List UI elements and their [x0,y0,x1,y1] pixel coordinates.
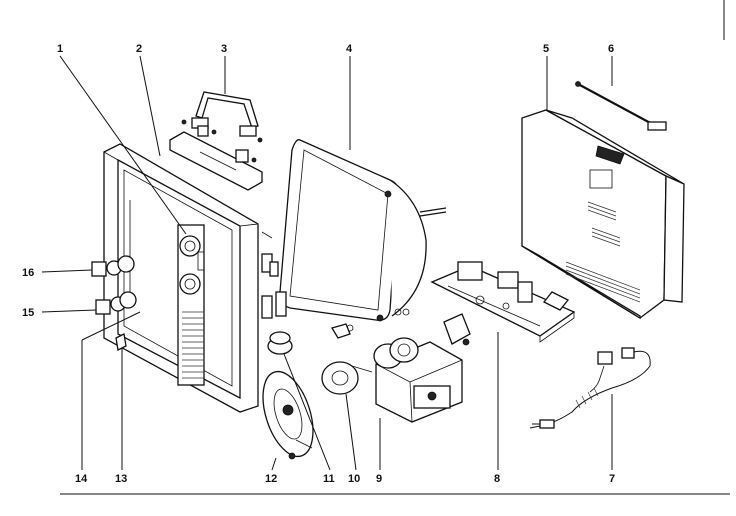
mounting-brackets [261,231,287,319]
deflection-yoke [321,361,373,395]
label-16: 16 [22,267,34,279]
label-14: 14 [75,473,88,485]
label-6: 6 [608,43,614,55]
power-cord [529,347,651,429]
label-1: 1 [57,43,63,55]
front-cabinet [103,143,259,413]
label-8: 8 [494,473,500,485]
speaker [262,370,314,460]
channel-knob [91,255,135,277]
antenna-rod [575,81,667,131]
label-7: 7 [609,473,615,485]
label-15: 15 [22,307,34,319]
picture-tube [279,139,447,339]
chassis-board [430,261,576,343]
deflection-assembly [373,313,471,423]
carry-handle [169,91,263,191]
label-11: 11 [323,473,335,485]
label-13: 13 [115,473,127,485]
part-labels: 1 2 3 4 5 6 7 8 9 10 11 12 13 14 15 16 [22,43,615,485]
control-knob [267,331,293,355]
label-5: 5 [543,43,549,55]
back-cover [521,109,685,320]
volume-knob [95,291,137,315]
label-12: 12 [265,473,277,485]
label-9: 9 [376,473,382,485]
small-clip [115,333,127,351]
leader-lines [41,55,613,471]
label-10: 10 [348,473,360,485]
label-4: 4 [346,43,353,55]
label-3: 3 [221,43,227,55]
label-2: 2 [136,43,142,55]
